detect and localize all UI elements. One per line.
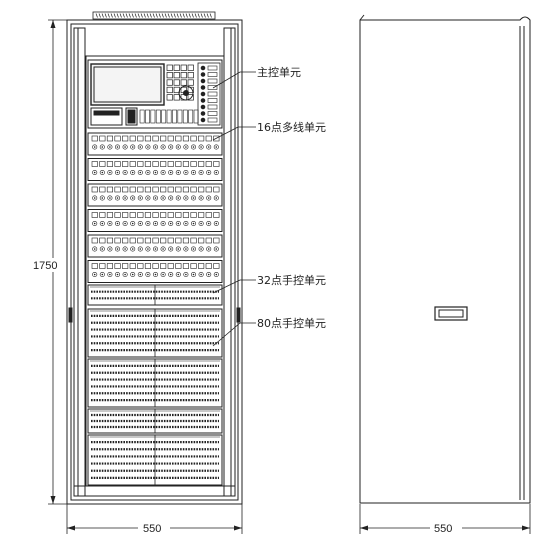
nav-wheel <box>178 85 194 101</box>
card-slot <box>125 107 138 126</box>
multiline-16-units <box>87 132 223 283</box>
main-control-unit <box>87 59 223 129</box>
cabinet-outer-frame <box>66 19 243 505</box>
multiline-16-unit <box>87 158 223 181</box>
left-post <box>73 27 86 497</box>
multiline-16-unit <box>87 234 223 258</box>
manual-32-units <box>87 284 223 306</box>
label-main-control: 主控单元 <box>257 65 301 79</box>
vent-slots <box>95 13 212 18</box>
display-screen <box>90 63 165 106</box>
label-manual-32: 32点手控单元 <box>257 273 326 287</box>
keypad <box>166 64 194 101</box>
multiline-16-unit <box>87 209 223 232</box>
label-multiline-16: 16点多线单元 <box>257 120 326 134</box>
height-dimension: 1750 <box>33 260 57 272</box>
right-post <box>223 27 236 497</box>
callout-leaders <box>212 71 256 347</box>
multiline-16-unit <box>87 260 223 283</box>
plinth <box>73 485 236 497</box>
function-keys <box>139 109 199 124</box>
printer-unit <box>90 107 123 126</box>
multiline-16-unit <box>87 183 223 207</box>
front-view <box>66 11 243 505</box>
multiline-16-unit <box>87 132 223 156</box>
hinge-right <box>236 307 241 323</box>
hinge-left <box>68 307 73 323</box>
manual-80-units <box>87 308 223 486</box>
cabinet-inner-frame <box>70 23 239 501</box>
label-manual-80: 80点手控单元 <box>257 316 326 330</box>
indicator-column <box>197 62 221 126</box>
side-width-dimension: 550 <box>434 523 452 535</box>
front-width-dimension: 550 <box>143 523 161 535</box>
side-panel-outline <box>359 16 531 504</box>
side-view <box>359 14 531 504</box>
side-handle <box>434 306 468 321</box>
top-vent <box>92 11 216 20</box>
